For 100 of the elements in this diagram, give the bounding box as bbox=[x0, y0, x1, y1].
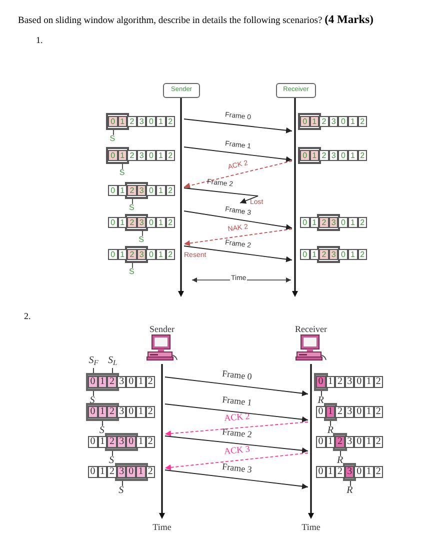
participant-label: Sender bbox=[150, 325, 174, 334]
sequence-cell: 1 bbox=[310, 249, 320, 260]
sequence-cell: 0 bbox=[146, 116, 156, 127]
sequence-cell: 1 bbox=[98, 436, 108, 448]
sequence-cell: 3 bbox=[344, 376, 354, 388]
sequence-cell: 1 bbox=[326, 406, 336, 418]
sequence-cell: 0 bbox=[146, 249, 156, 260]
sequence-cell: 2 bbox=[127, 150, 137, 161]
sequence-cell: 0 bbox=[300, 249, 310, 260]
sequence-cell: 0 bbox=[126, 436, 136, 448]
sequence-cell: 3 bbox=[116, 436, 126, 448]
pointer-label: S bbox=[110, 135, 116, 143]
sequence-cell: 3 bbox=[116, 466, 126, 478]
sequence-cell: 0 bbox=[126, 466, 136, 478]
sequence-cell: 2 bbox=[146, 376, 156, 388]
dashed-arrow bbox=[164, 422, 308, 436]
sequence-cell: 2 bbox=[107, 406, 117, 418]
axis-label: Time bbox=[302, 523, 320, 532]
sequence-cell: 0 bbox=[316, 406, 326, 418]
sequence-cell: 1 bbox=[136, 436, 146, 448]
sequence-cell: 0 bbox=[146, 150, 156, 161]
dashed-arrow bbox=[184, 160, 292, 188]
sequence-cell: 2 bbox=[374, 466, 384, 478]
sequence-cell: 2 bbox=[335, 376, 345, 388]
sequence-cell: 2 bbox=[335, 406, 345, 418]
edge-label: Frame 1 bbox=[221, 395, 252, 408]
sequence-cell: 1 bbox=[98, 466, 108, 478]
sequence-cell: 1 bbox=[364, 466, 374, 478]
pointer-label: S bbox=[118, 486, 124, 496]
sequence-cell: 1 bbox=[310, 150, 320, 161]
sequence-cell: 1 bbox=[348, 150, 358, 161]
sequence-cell: 1 bbox=[136, 376, 146, 388]
sequence-cell: 3 bbox=[116, 376, 126, 388]
sequence-cell: 3 bbox=[328, 150, 338, 161]
note-label: 2. bbox=[24, 312, 31, 321]
sequence-cell: 0 bbox=[354, 466, 364, 478]
sequence-cell: 1 bbox=[118, 116, 128, 127]
sequence-cell: 2 bbox=[374, 436, 384, 448]
question-text: Based on sliding window algorithm, describe in details the following scenarios? (4 Marks) bbox=[18, 13, 374, 28]
sequence-cell: 0 bbox=[88, 436, 98, 448]
pointer-label: S$_{F}$ bbox=[88, 356, 98, 366]
sequence-cell: 1 bbox=[364, 436, 374, 448]
pointer-label: R bbox=[346, 486, 353, 496]
sequence-cell: 2 bbox=[146, 466, 156, 478]
arrow bbox=[184, 146, 292, 162]
pointer-label: R bbox=[327, 426, 334, 436]
sequence-cell: 0 bbox=[108, 249, 118, 260]
pointer-label: S$_{L}$ bbox=[108, 356, 118, 366]
arrow bbox=[164, 470, 308, 490]
axis-label: Time bbox=[152, 523, 172, 532]
pointer-label: S bbox=[119, 169, 125, 177]
sequence-cell: 2 bbox=[358, 217, 368, 228]
sequence-cell: 3 bbox=[136, 185, 146, 196]
sequence-cell: 1 bbox=[326, 436, 336, 448]
arrow bbox=[184, 118, 292, 134]
sequence-cell: 2 bbox=[166, 116, 176, 127]
sequence-cell: 2 bbox=[374, 406, 384, 418]
sequence-cell: 2 bbox=[358, 150, 368, 161]
sequence-cell: 1 bbox=[156, 249, 166, 260]
sequence-cell: 1 bbox=[310, 116, 320, 127]
pointer-label: R bbox=[318, 396, 324, 406]
sequence-cell: 3 bbox=[344, 436, 354, 448]
sequence-cell: 1 bbox=[136, 406, 146, 418]
sequence-cell: 1 bbox=[156, 217, 166, 228]
edge-label: ACK 2 bbox=[223, 412, 250, 424]
sequence-cell: 2 bbox=[319, 249, 329, 260]
sequence-cell: 1 bbox=[156, 150, 166, 161]
pointer-label: S bbox=[99, 426, 104, 436]
sequence-cell: 1 bbox=[118, 150, 128, 161]
sequence-cell: 2 bbox=[319, 217, 329, 228]
sequence-cell: 3 bbox=[328, 217, 338, 228]
sequence-cell: 0 bbox=[338, 249, 348, 260]
edge-label: ACK 3 bbox=[223, 444, 250, 456]
sequence-cell: 2 bbox=[166, 249, 176, 260]
sequence-cell: 2 bbox=[166, 185, 176, 196]
arrow bbox=[184, 246, 292, 262]
sequence-cell: 3 bbox=[344, 466, 354, 478]
sequence-cell: 1 bbox=[156, 116, 166, 127]
sequence-cell: 2 bbox=[107, 466, 117, 478]
sequence-cell: 2 bbox=[358, 249, 368, 260]
pointer-label: S bbox=[90, 396, 95, 406]
sequence-cell: 3 bbox=[328, 249, 338, 260]
pointer-label: S bbox=[129, 204, 134, 212]
sequence-cell: 0 bbox=[316, 466, 326, 478]
arrow bbox=[164, 376, 308, 396]
pointer-label: S bbox=[138, 236, 144, 244]
sequence-cell: 2 bbox=[335, 436, 345, 448]
sequence-cell: 1 bbox=[326, 376, 336, 388]
sequence-cell: 2 bbox=[127, 249, 137, 260]
sequence-cell: 1 bbox=[98, 406, 108, 418]
sequence-cell: 0 bbox=[354, 436, 364, 448]
sequence-cell: 2 bbox=[127, 185, 137, 196]
sequence-cell: 1 bbox=[348, 116, 358, 127]
sequence-cell: 3 bbox=[136, 150, 146, 161]
sequence-cell: 2 bbox=[335, 466, 345, 478]
sequence-cell: 1 bbox=[364, 406, 374, 418]
sequence-cell: 1 bbox=[310, 217, 320, 228]
dashed-arrow bbox=[164, 452, 308, 470]
sequence-cell: 1 bbox=[136, 466, 146, 478]
sequence-cell: 0 bbox=[146, 217, 156, 228]
